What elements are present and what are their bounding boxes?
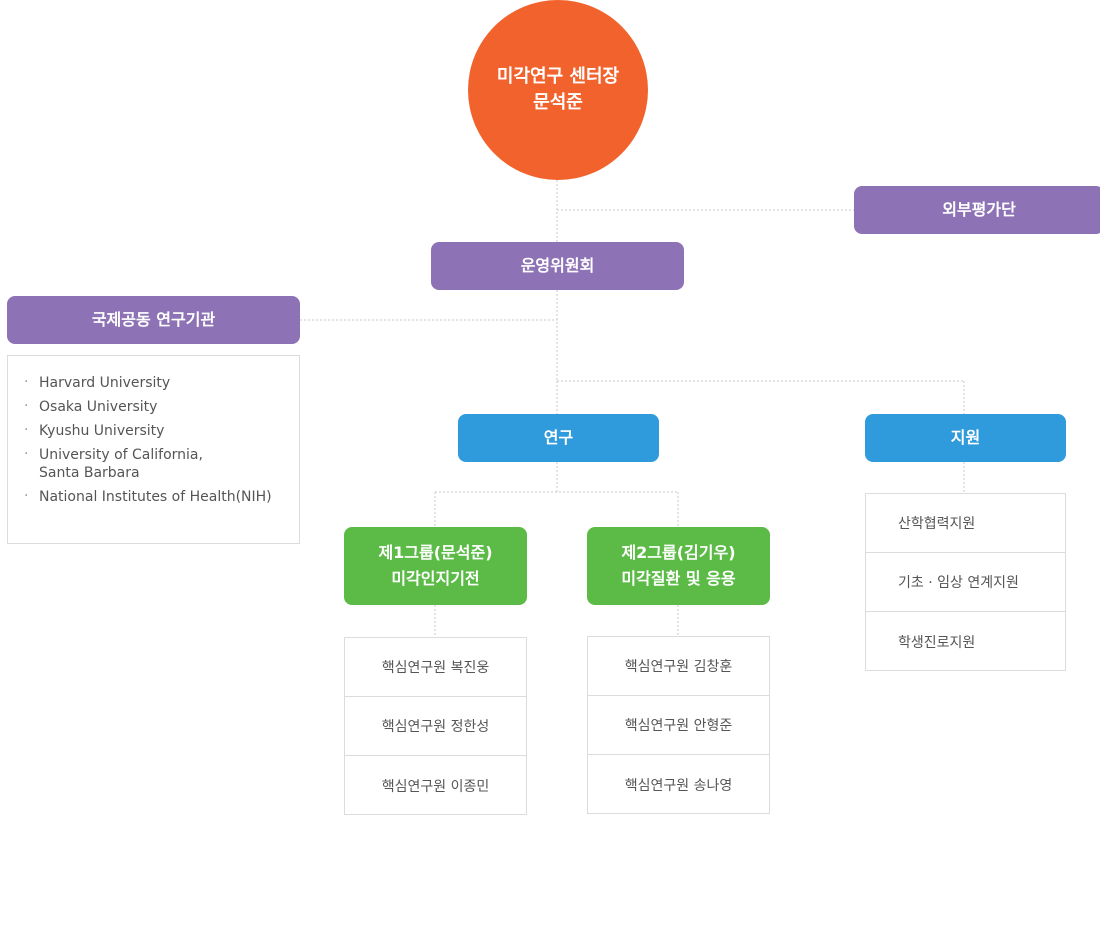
support-division-node: 지원 xyxy=(865,414,1066,462)
research-division-node: 연구 xyxy=(458,414,659,462)
group1-topic: 미각인지기전 xyxy=(391,569,480,588)
support-division-label: 지원 xyxy=(950,428,981,447)
external-evaluation-label: 외부평가단 xyxy=(942,200,1016,219)
research-division-label: 연구 xyxy=(543,428,574,447)
group1-member-list: 핵심연구원 복진웅 핵심연구원 정한성 핵심연구원 이종민 xyxy=(344,637,527,815)
steering-committee-label: 운영위원회 xyxy=(520,256,595,275)
director-title: 미각연구 센터장 xyxy=(496,66,620,87)
institution-item: Harvard University xyxy=(22,373,299,392)
support-item: 기초 · 임상 연계지원 xyxy=(866,553,1065,612)
group2-member-list: 핵심연구원 김창훈 핵심연구원 안형준 핵심연구원 송나영 xyxy=(587,636,770,814)
institution-item: Kyushu University xyxy=(22,421,299,440)
support-item-list: 산학협력지원 기초 · 임상 연계지원 학생진로지원 xyxy=(865,493,1066,671)
steering-committee-node: 운영위원회 xyxy=(431,242,684,290)
member-item: 핵심연구원 복진웅 xyxy=(345,638,526,697)
support-item: 학생진로지원 xyxy=(898,634,976,651)
director-node: 미각연구 센터장 문석준 xyxy=(468,0,648,180)
member-item: 핵심연구원 송나영 xyxy=(624,777,733,794)
member-item: 핵심연구원 안형준 xyxy=(588,696,769,755)
director-name: 문석준 xyxy=(533,92,583,113)
group1-node: 제1그룹(문석준) 미각인지기전 xyxy=(344,527,527,605)
group1-name: 제1그룹(문석준) xyxy=(378,543,493,562)
member-item: 핵심연구원 김창훈 xyxy=(588,637,769,696)
institution-item: University of California, Santa Barbara xyxy=(22,445,299,482)
group2-topic: 미각질환 및 응용 xyxy=(621,569,736,588)
group2-name: 제2그룹(김기우) xyxy=(621,543,736,562)
international-label: 국제공동 연구기관 xyxy=(91,310,216,329)
institution-item: National Institutes of Health(NIH) xyxy=(22,487,299,506)
international-node: 국제공동 연구기관 xyxy=(7,296,300,344)
institution-list: Harvard University Osaka University Kyus… xyxy=(7,355,300,544)
external-evaluation-node: 외부평가단 xyxy=(854,186,1100,234)
institution-item: Osaka University xyxy=(22,397,299,416)
support-item: 산학협력지원 xyxy=(866,494,1065,553)
member-item: 핵심연구원 이종민 xyxy=(381,778,490,795)
group2-node: 제2그룹(김기우) 미각질환 및 응용 xyxy=(587,527,770,605)
member-item: 핵심연구원 정한성 xyxy=(345,697,526,756)
